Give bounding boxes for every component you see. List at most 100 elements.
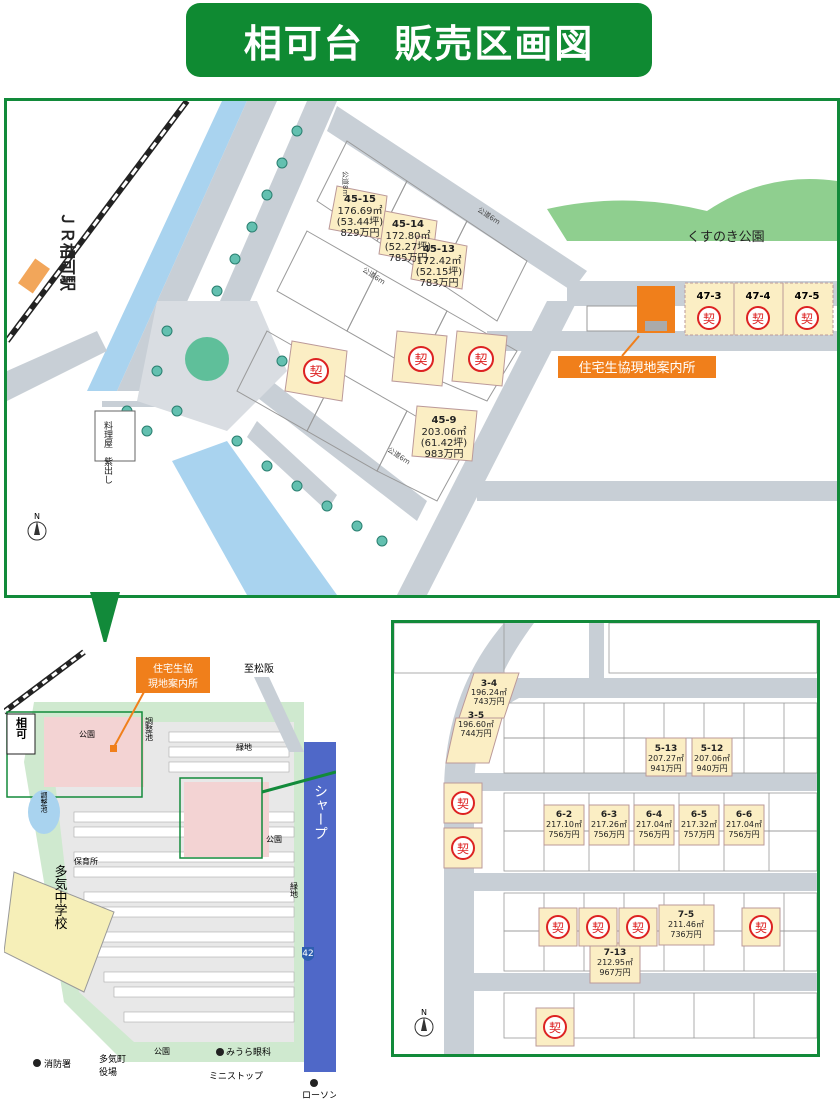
svg-text:217.26㎡: 217.26㎡ xyxy=(591,820,627,829)
svg-text:941万円: 941万円 xyxy=(650,764,681,773)
svg-text:212.95㎡: 212.95㎡ xyxy=(597,958,633,967)
office-label: 住宅生協現地案内所 xyxy=(578,360,695,376)
route-number: 42 xyxy=(302,949,313,959)
park-label-3: 公園 xyxy=(154,1047,170,1056)
sales-area-2 xyxy=(184,782,269,857)
detail-contract-marks: 契 契 契 契 契 契 契 xyxy=(451,791,773,1039)
svg-text:45-15: 45-15 xyxy=(344,194,376,205)
svg-text:6-5: 6-5 xyxy=(691,810,707,820)
svg-text:契: 契 xyxy=(414,353,427,368)
top-map-svg: ＪＲ相可駅 くすのき公園 xyxy=(7,101,837,595)
svg-text:756万円: 756万円 xyxy=(593,830,624,839)
svg-text:47-5: 47-5 xyxy=(794,291,819,302)
lawson-label: ローソン xyxy=(302,1091,336,1101)
svg-text:217.32㎡: 217.32㎡ xyxy=(681,820,717,829)
green-label: 緑地 xyxy=(236,742,252,752)
sharp-factory xyxy=(304,742,336,1072)
street-trees xyxy=(121,125,388,547)
svg-text:207.06㎡: 207.06㎡ xyxy=(694,754,730,763)
callout-pointer xyxy=(90,592,120,647)
canal xyxy=(87,101,247,391)
svg-text:6-4: 6-4 xyxy=(646,810,662,820)
svg-text:(52.27坪): (52.27坪) xyxy=(385,240,432,253)
svg-text:45-14: 45-14 xyxy=(392,219,424,230)
sharp-label: シャープ xyxy=(312,784,328,840)
road-label: 公道8m xyxy=(341,171,350,196)
svg-text:196.24㎡: 196.24㎡ xyxy=(471,688,507,697)
town-office-line2: 役場 xyxy=(99,1066,117,1078)
office-callout-line1: 住宅生協 xyxy=(153,662,193,675)
svg-text:785万円: 785万円 xyxy=(388,253,427,264)
north-arrow-icon: N xyxy=(27,512,47,541)
station-label: ＪＲ相可駅 xyxy=(58,211,77,292)
svg-text:45-9: 45-9 xyxy=(431,415,456,426)
office-marker xyxy=(110,745,117,752)
svg-text:契: 契 xyxy=(592,921,604,935)
svg-text:756万円: 756万円 xyxy=(548,830,579,839)
station-short-label: 相可 xyxy=(15,716,28,740)
north-arrow-icon: N xyxy=(414,1008,434,1037)
svg-text:契: 契 xyxy=(457,797,469,811)
office-building xyxy=(645,321,667,331)
top-detail-map: ＪＲ相可駅 くすのき公園 xyxy=(4,98,840,598)
svg-text:217.10㎡: 217.10㎡ xyxy=(546,820,582,829)
school xyxy=(4,871,115,993)
svg-text:207.27㎡: 207.27㎡ xyxy=(648,754,684,763)
svg-text:176.69㎡: 176.69㎡ xyxy=(338,205,383,217)
park-lots: 47-3 47-4 47-5 契 契 契 xyxy=(684,282,834,336)
svg-text:契: 契 xyxy=(632,921,644,935)
top-contract-marks: 契 契 契 xyxy=(303,346,494,384)
road-matsusaka xyxy=(254,677,304,752)
detail-svg: 3-4 196.24㎡ 743万円 3-5 196.60㎡ 744万円 5-13… xyxy=(394,623,817,1054)
svg-text:契: 契 xyxy=(703,312,715,326)
top-lot-labels: 45-15 176.69㎡ (53.44坪) 829万円 45-14 172.8… xyxy=(337,194,468,460)
svg-text:契: 契 xyxy=(309,365,322,380)
svg-text:契: 契 xyxy=(801,312,813,326)
pond-west xyxy=(28,790,60,834)
station-building xyxy=(18,258,50,294)
svg-text:744万円: 744万円 xyxy=(460,729,491,738)
svg-text:829万円: 829万円 xyxy=(340,228,379,239)
svg-text:契: 契 xyxy=(755,921,767,935)
svg-text:7-13: 7-13 xyxy=(604,948,627,958)
svg-text:967万円: 967万円 xyxy=(599,968,630,977)
park-label: 公園 xyxy=(79,730,95,739)
svg-text:45-13: 45-13 xyxy=(423,244,455,255)
svg-text:3-5: 3-5 xyxy=(468,711,484,721)
svg-text:(61.42坪): (61.42坪) xyxy=(421,436,468,449)
svg-text:47-4: 47-4 xyxy=(745,291,770,302)
town-office-line1: 多気町 xyxy=(99,1053,126,1065)
nursery-label: 保育所 xyxy=(74,856,98,866)
svg-text:契: 契 xyxy=(457,842,469,856)
bottom-detail-map: 3-4 196.24㎡ 743万円 3-5 196.60㎡ 744万円 5-13… xyxy=(391,620,820,1057)
road-label: 公道6m xyxy=(361,265,387,286)
pond-label: 調整池 xyxy=(145,716,154,741)
svg-text:6-3: 6-3 xyxy=(601,810,617,820)
svg-text:3-4: 3-4 xyxy=(481,679,497,689)
overview-svg: 相可 住宅生協 現地案内所 至松阪 シャープ 42 公園 調整池 緑地 公園 緑… xyxy=(4,642,336,1102)
svg-text:736万円: 736万円 xyxy=(670,930,701,939)
svg-text:5-12: 5-12 xyxy=(701,744,724,754)
tree-icon xyxy=(185,337,229,381)
svg-text:983万円: 983万円 xyxy=(424,449,463,460)
svg-text:N: N xyxy=(34,512,40,521)
svg-text:N: N xyxy=(421,1008,427,1017)
sales-area-1 xyxy=(44,717,144,787)
svg-text:940万円: 940万円 xyxy=(696,764,727,773)
pond-area xyxy=(172,441,337,595)
svg-text:(53.44坪): (53.44坪) xyxy=(337,215,384,228)
office-callout-pointer xyxy=(113,691,145,748)
lawson-marker xyxy=(310,1079,318,1087)
green-label-2: 緑地 xyxy=(290,881,299,898)
svg-text:783万円: 783万円 xyxy=(419,278,458,289)
svg-text:契: 契 xyxy=(752,312,764,326)
area-frame-2 xyxy=(179,777,263,859)
office-callout-box xyxy=(136,657,210,693)
detail-lot-labels: 3-4 196.24㎡ 743万円 3-5 196.60㎡ 744万円 5-13… xyxy=(458,679,762,977)
svg-text:172.80㎡: 172.80㎡ xyxy=(386,230,431,242)
pond-west-label: 調整池 xyxy=(40,791,48,813)
road-label: 公道6m xyxy=(386,445,412,466)
clinic-label: みうら眼科 xyxy=(226,1046,271,1058)
svg-text:7-5: 7-5 xyxy=(678,910,694,920)
top-sale-lots xyxy=(284,185,508,462)
